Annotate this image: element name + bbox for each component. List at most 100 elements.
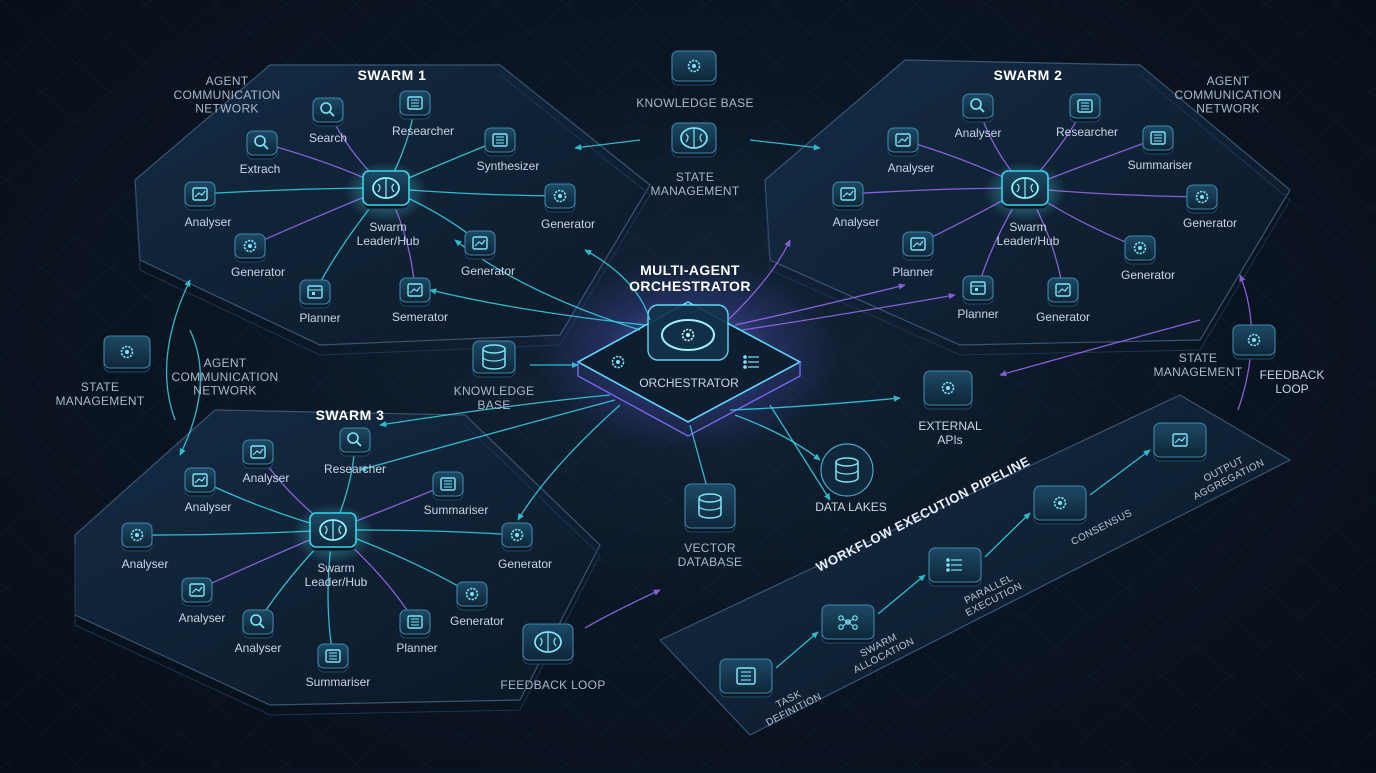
swarm-2-agent-node-face [962, 93, 994, 119]
swarm-1-agent-label: Synthesizer [477, 159, 540, 173]
swarm-3-agent-node [242, 439, 274, 469]
swarm-2-agent-node [1142, 125, 1174, 155]
swarm-3-agent-label-line: Summariser [424, 503, 489, 517]
state-left-up-link [165, 279, 191, 421]
grid-line [839, 320, 1376, 769]
gear-icon [681, 328, 695, 342]
orchestrator-link [729, 395, 901, 411]
grid-line [979, 437, 1376, 769]
search-icon-lens [970, 98, 982, 110]
database-icon-ring [698, 505, 722, 511]
chart-icon-line [191, 586, 203, 594]
gear-icon [1247, 333, 1261, 347]
feedback-bottom-link [584, 589, 661, 629]
gear-icon-core [125, 350, 129, 354]
swarm-2-agent-label-line: Planner [957, 307, 998, 321]
external-apis-label-line: APIs [937, 433, 962, 447]
search-icon-lens [250, 614, 262, 626]
orchestrator-label: ORCHESTRATOR [639, 376, 739, 390]
calendar-icon-day [975, 288, 978, 291]
search-icon-handle [259, 623, 265, 629]
knowledge-base-mid-node [472, 340, 516, 378]
swarm-1-agent-node-face [312, 97, 344, 123]
nodes-layer [103, 50, 1276, 698]
swarm-3-agent-label: Analyser [235, 641, 282, 655]
gear-icon [687, 59, 701, 73]
swarm-3-agent-label-line: Generator [450, 614, 504, 628]
grid-line [909, 379, 1376, 769]
gear-icon-teeth [465, 587, 479, 601]
chart-icon [910, 237, 926, 251]
gear-icon-teeth [1133, 241, 1147, 255]
brain-icon [1011, 177, 1039, 199]
swarm-3-agent-node [317, 643, 349, 673]
gear-icon [510, 528, 524, 542]
feedback-loop-bottom-label: FEEDBACK LOOP [500, 678, 605, 692]
swarm-2-network-label-line: NETWORK [1196, 102, 1259, 116]
swarm-3-agent-label: Summariser [424, 503, 489, 517]
swarm-2-agent-label: Planner [957, 307, 998, 321]
grid-line [0, 757, 12, 769]
grid-line [1119, 554, 1376, 769]
knowledge-base-top-label-line: KNOWLEDGE BASE [636, 96, 754, 110]
chart-icon [1055, 283, 1071, 297]
swarm-1-agent-label: Analyser [185, 215, 232, 229]
gear-icon-core [692, 64, 696, 68]
brain-icon-folds [685, 128, 703, 148]
network-icon-node [838, 615, 844, 621]
swarm-3-agent-label: Analyser [185, 500, 232, 514]
gear-icon-teeth [611, 355, 625, 369]
swarm-3-agent-node [456, 581, 488, 611]
swarm-3-title: SWARM 3 [316, 407, 385, 423]
swarm-3-agent-label-line: Analyser [179, 611, 226, 625]
swarm-3-agent-label-line: Planner [396, 641, 437, 655]
grid-line [1189, 0, 1376, 156]
swarm-2-agent-node [962, 275, 994, 305]
chart-icon-frame [840, 187, 856, 201]
grid-line [1329, 729, 1376, 769]
search-icon-lens [254, 135, 266, 147]
network-icon [838, 615, 858, 630]
brain-icon-folds [377, 178, 395, 198]
feedback-loop-right-node [1232, 324, 1276, 360]
swarm-2-agent-node [1186, 184, 1218, 214]
gear-icon-teeth [1195, 190, 1209, 204]
checklist-icon-frame [736, 667, 756, 685]
swarm-1-agent-node [234, 233, 266, 263]
swarm-2-title-line: SWARM 2 [994, 67, 1063, 83]
brain-icon-folds [324, 520, 342, 540]
orchestrator-link [769, 404, 831, 501]
swarm-1-agent-node [399, 277, 431, 307]
swarm-3-agent-label-line: Analyser [122, 557, 169, 571]
swarm-1-agent-label-line: Researcher [392, 124, 454, 138]
swarm-3-agent-node [121, 522, 153, 552]
swarm-3-agent-node [184, 467, 216, 497]
orchestrator-link [379, 394, 611, 428]
network-icon-node [852, 615, 858, 621]
swarm-1-title: SWARM 1 [358, 67, 427, 83]
parallel-icon-dot [743, 355, 747, 359]
data-lakes-label: DATA LAKES [815, 500, 887, 514]
swarm-1-agent-label: Planner [299, 311, 340, 325]
parallel-icon-dot [743, 360, 747, 364]
gear-icon-teeth [510, 528, 524, 542]
swarm-1-hub [344, 161, 428, 223]
grid-line [0, 0, 12, 11]
state-management-top-label-line: STATE [676, 170, 714, 184]
swarm-1-agent-label-line: Extrach [240, 162, 281, 176]
swarm-2-agent-label: Generator [1183, 216, 1237, 230]
document-icon-frame [325, 649, 341, 663]
brain-icon-folds [1016, 178, 1034, 198]
external-apis-label-line: EXTERNAL [918, 419, 982, 433]
swarm-1-network-label-line: COMMUNICATION [173, 88, 280, 102]
knowledge-base-mid-label-line: BASE [477, 398, 510, 412]
gear-icon [1133, 241, 1147, 255]
swarm-1-agent-label: Extrach [240, 162, 281, 176]
swarm-3-agent-label-line: Researcher [324, 462, 386, 476]
